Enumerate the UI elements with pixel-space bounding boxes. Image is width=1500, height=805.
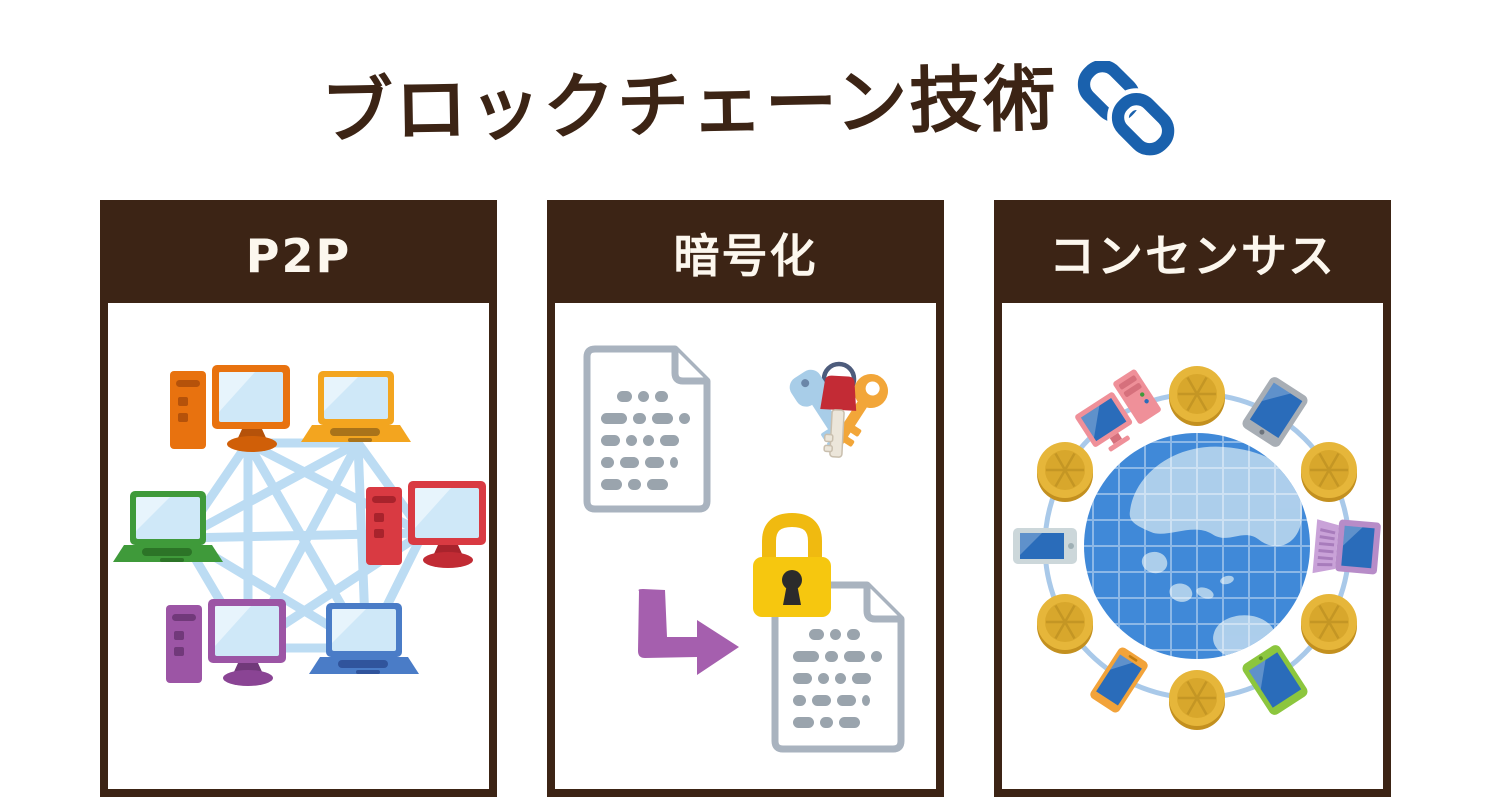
panel-consensus: コンセンサス bbox=[994, 200, 1391, 797]
panel-consensus-title: コンセンサス bbox=[1048, 228, 1337, 283]
panel-p2p: P2P bbox=[100, 200, 497, 797]
title-row: ブロックチェーン技術 bbox=[0, 40, 1500, 170]
coins bbox=[1037, 366, 1357, 730]
desktop-computer-icon bbox=[366, 481, 486, 568]
laptop-icon bbox=[309, 603, 419, 674]
laptop-icon bbox=[301, 371, 411, 442]
desktop-computer-icon bbox=[166, 599, 286, 686]
smartphone-icon bbox=[1013, 528, 1077, 564]
coin-icon bbox=[1037, 442, 1093, 502]
document-text-dashes bbox=[601, 391, 690, 490]
keys-icon bbox=[789, 361, 888, 458]
tablet-icon bbox=[1242, 645, 1308, 715]
panel-encryption: 暗号化 bbox=[547, 200, 944, 797]
document-text-dashes bbox=[793, 629, 882, 728]
desktop-node-icon bbox=[1075, 369, 1161, 452]
coin-icon bbox=[1301, 594, 1357, 654]
laptop-icon bbox=[113, 491, 223, 562]
panel-p2p-title: P2P bbox=[245, 228, 352, 283]
coin-icon bbox=[1037, 594, 1093, 654]
padlock-icon bbox=[753, 512, 831, 617]
panel-encryption-title: 暗号化 bbox=[673, 228, 818, 283]
panel-encryption-body bbox=[555, 303, 936, 789]
encryption-illustration bbox=[583, 345, 905, 753]
panel-p2p-header: P2P bbox=[108, 208, 489, 303]
panel-consensus-body bbox=[1002, 303, 1383, 789]
desktop-computer-icon bbox=[170, 365, 290, 452]
panel-consensus-header: コンセンサス bbox=[1002, 208, 1383, 303]
smartphone-icon bbox=[1090, 647, 1148, 713]
laptop-node-icon bbox=[1312, 519, 1381, 575]
bent-arrow-icon bbox=[638, 589, 739, 675]
globe-icon bbox=[1084, 433, 1310, 659]
coin-icon bbox=[1169, 366, 1225, 426]
panel-p2p-body bbox=[108, 303, 489, 789]
coin-icon bbox=[1301, 442, 1357, 502]
panel-encryption-header: 暗号化 bbox=[555, 208, 936, 303]
tablet-icon bbox=[1242, 377, 1308, 447]
p2p-mesh-network-illustration bbox=[113, 365, 486, 686]
encrypted-document-icon bbox=[771, 581, 905, 753]
panels-row: P2P bbox=[100, 200, 1391, 797]
consensus-illustration bbox=[1013, 366, 1381, 730]
chain-link-icon bbox=[1078, 61, 1180, 159]
page-title: ブロックチェーン技術 bbox=[320, 56, 1058, 154]
continents bbox=[1129, 446, 1303, 659]
coin-icon bbox=[1169, 670, 1225, 730]
document-icon bbox=[583, 345, 711, 513]
